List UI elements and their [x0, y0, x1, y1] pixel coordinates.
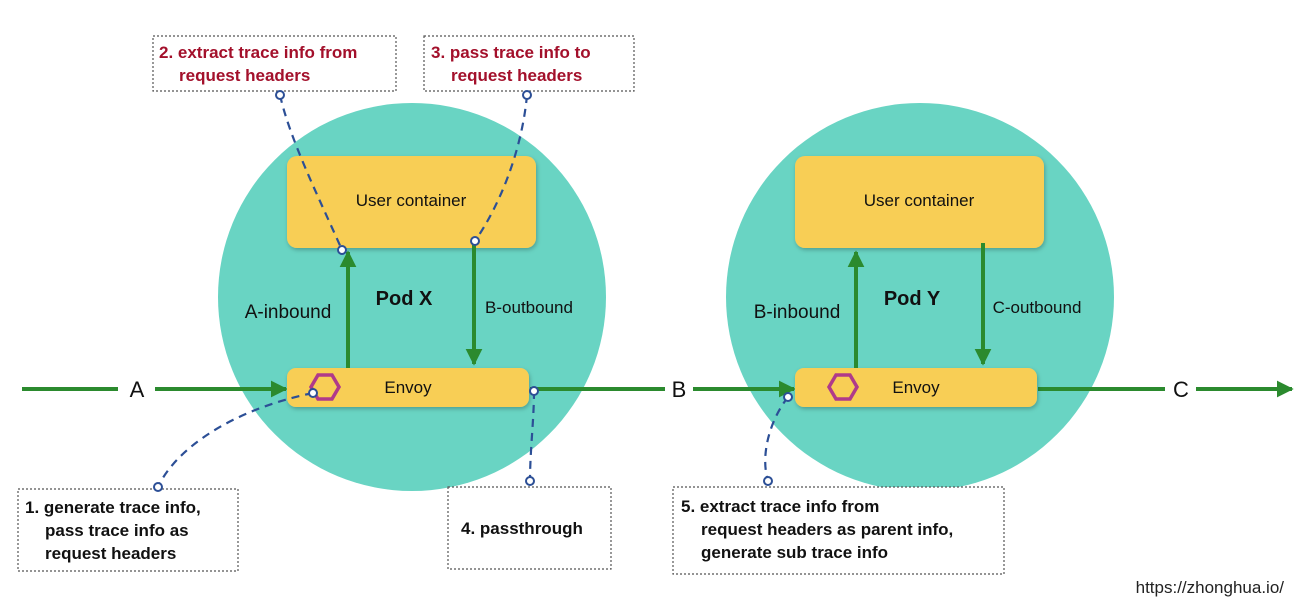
pod-y-title: Pod Y	[884, 288, 941, 310]
flow-label-c: C	[1173, 377, 1189, 402]
note-1-line-1: 1. generate trace info,	[25, 498, 201, 517]
pod-y-outbound-label: C-outbound	[993, 298, 1082, 317]
connector-note-2-end-dot	[275, 90, 285, 100]
note-4-line-1: 4. passthrough	[461, 519, 583, 538]
credit-url: https://zhonghua.io/	[1136, 578, 1285, 597]
pod-y-envoy-label: Envoy	[892, 378, 940, 397]
pod-x-user-container	[287, 156, 536, 248]
note-3-line-2: request headers	[451, 66, 582, 85]
pod-y-user-container-label: User container	[864, 191, 975, 210]
connector-note-4	[528, 390, 536, 482]
pod-y-envoy-hexagon-icon	[826, 373, 860, 401]
pod-y-inbound-label: B-inbound	[754, 302, 841, 323]
connector-note-3	[474, 94, 529, 242]
note-2-box	[152, 35, 397, 92]
flow-label-a: A	[130, 377, 145, 402]
connector-note-5	[764, 396, 789, 482]
note-1-line-2: pass trace info as	[45, 521, 189, 540]
connector-note-4-end-dot	[525, 476, 535, 486]
note-5-box	[672, 486, 1005, 575]
note-4-box	[447, 486, 612, 570]
note-2-line-1: 2. extract trace info from	[159, 43, 357, 62]
note-1-box	[17, 488, 239, 572]
pod-x-envoy-label: Envoy	[384, 378, 432, 397]
connector-note-3-start-dot	[470, 236, 480, 246]
note-5-line-2: request headers as parent info,	[701, 520, 953, 539]
connector-note-4-start-dot	[529, 386, 539, 396]
pod-x-inbound-label: A-inbound	[245, 302, 332, 323]
pod-x-title: Pod X	[376, 288, 433, 310]
pod-x-envoy	[287, 368, 529, 407]
note-3-line-1: 3. pass trace info to	[431, 43, 591, 62]
note-1-line-3: request headers	[45, 544, 176, 563]
connector-note-5-start-dot	[783, 392, 793, 402]
note-2-line-2: request headers	[179, 66, 310, 85]
pod-y-envoy	[795, 368, 1037, 407]
connector-note-1-end-dot	[153, 482, 163, 492]
flow-label-b: B	[672, 377, 687, 402]
connector-note-2	[278, 94, 344, 251]
connector-note-5-end-dot	[763, 476, 773, 486]
note-5-line-3: generate sub trace info	[701, 543, 888, 562]
connector-note-1-start-dot	[308, 388, 318, 398]
connector-note-2-start-dot	[337, 245, 347, 255]
pod-y-user-container	[795, 156, 1044, 248]
pod-x-outbound-label: B-outbound	[485, 298, 573, 317]
connector-note-3-end-dot	[522, 90, 532, 100]
connector-note-1	[157, 391, 314, 488]
note-5-line-1: 5. extract trace info from	[681, 497, 879, 516]
pod-x-user-container-label: User container	[356, 191, 467, 210]
